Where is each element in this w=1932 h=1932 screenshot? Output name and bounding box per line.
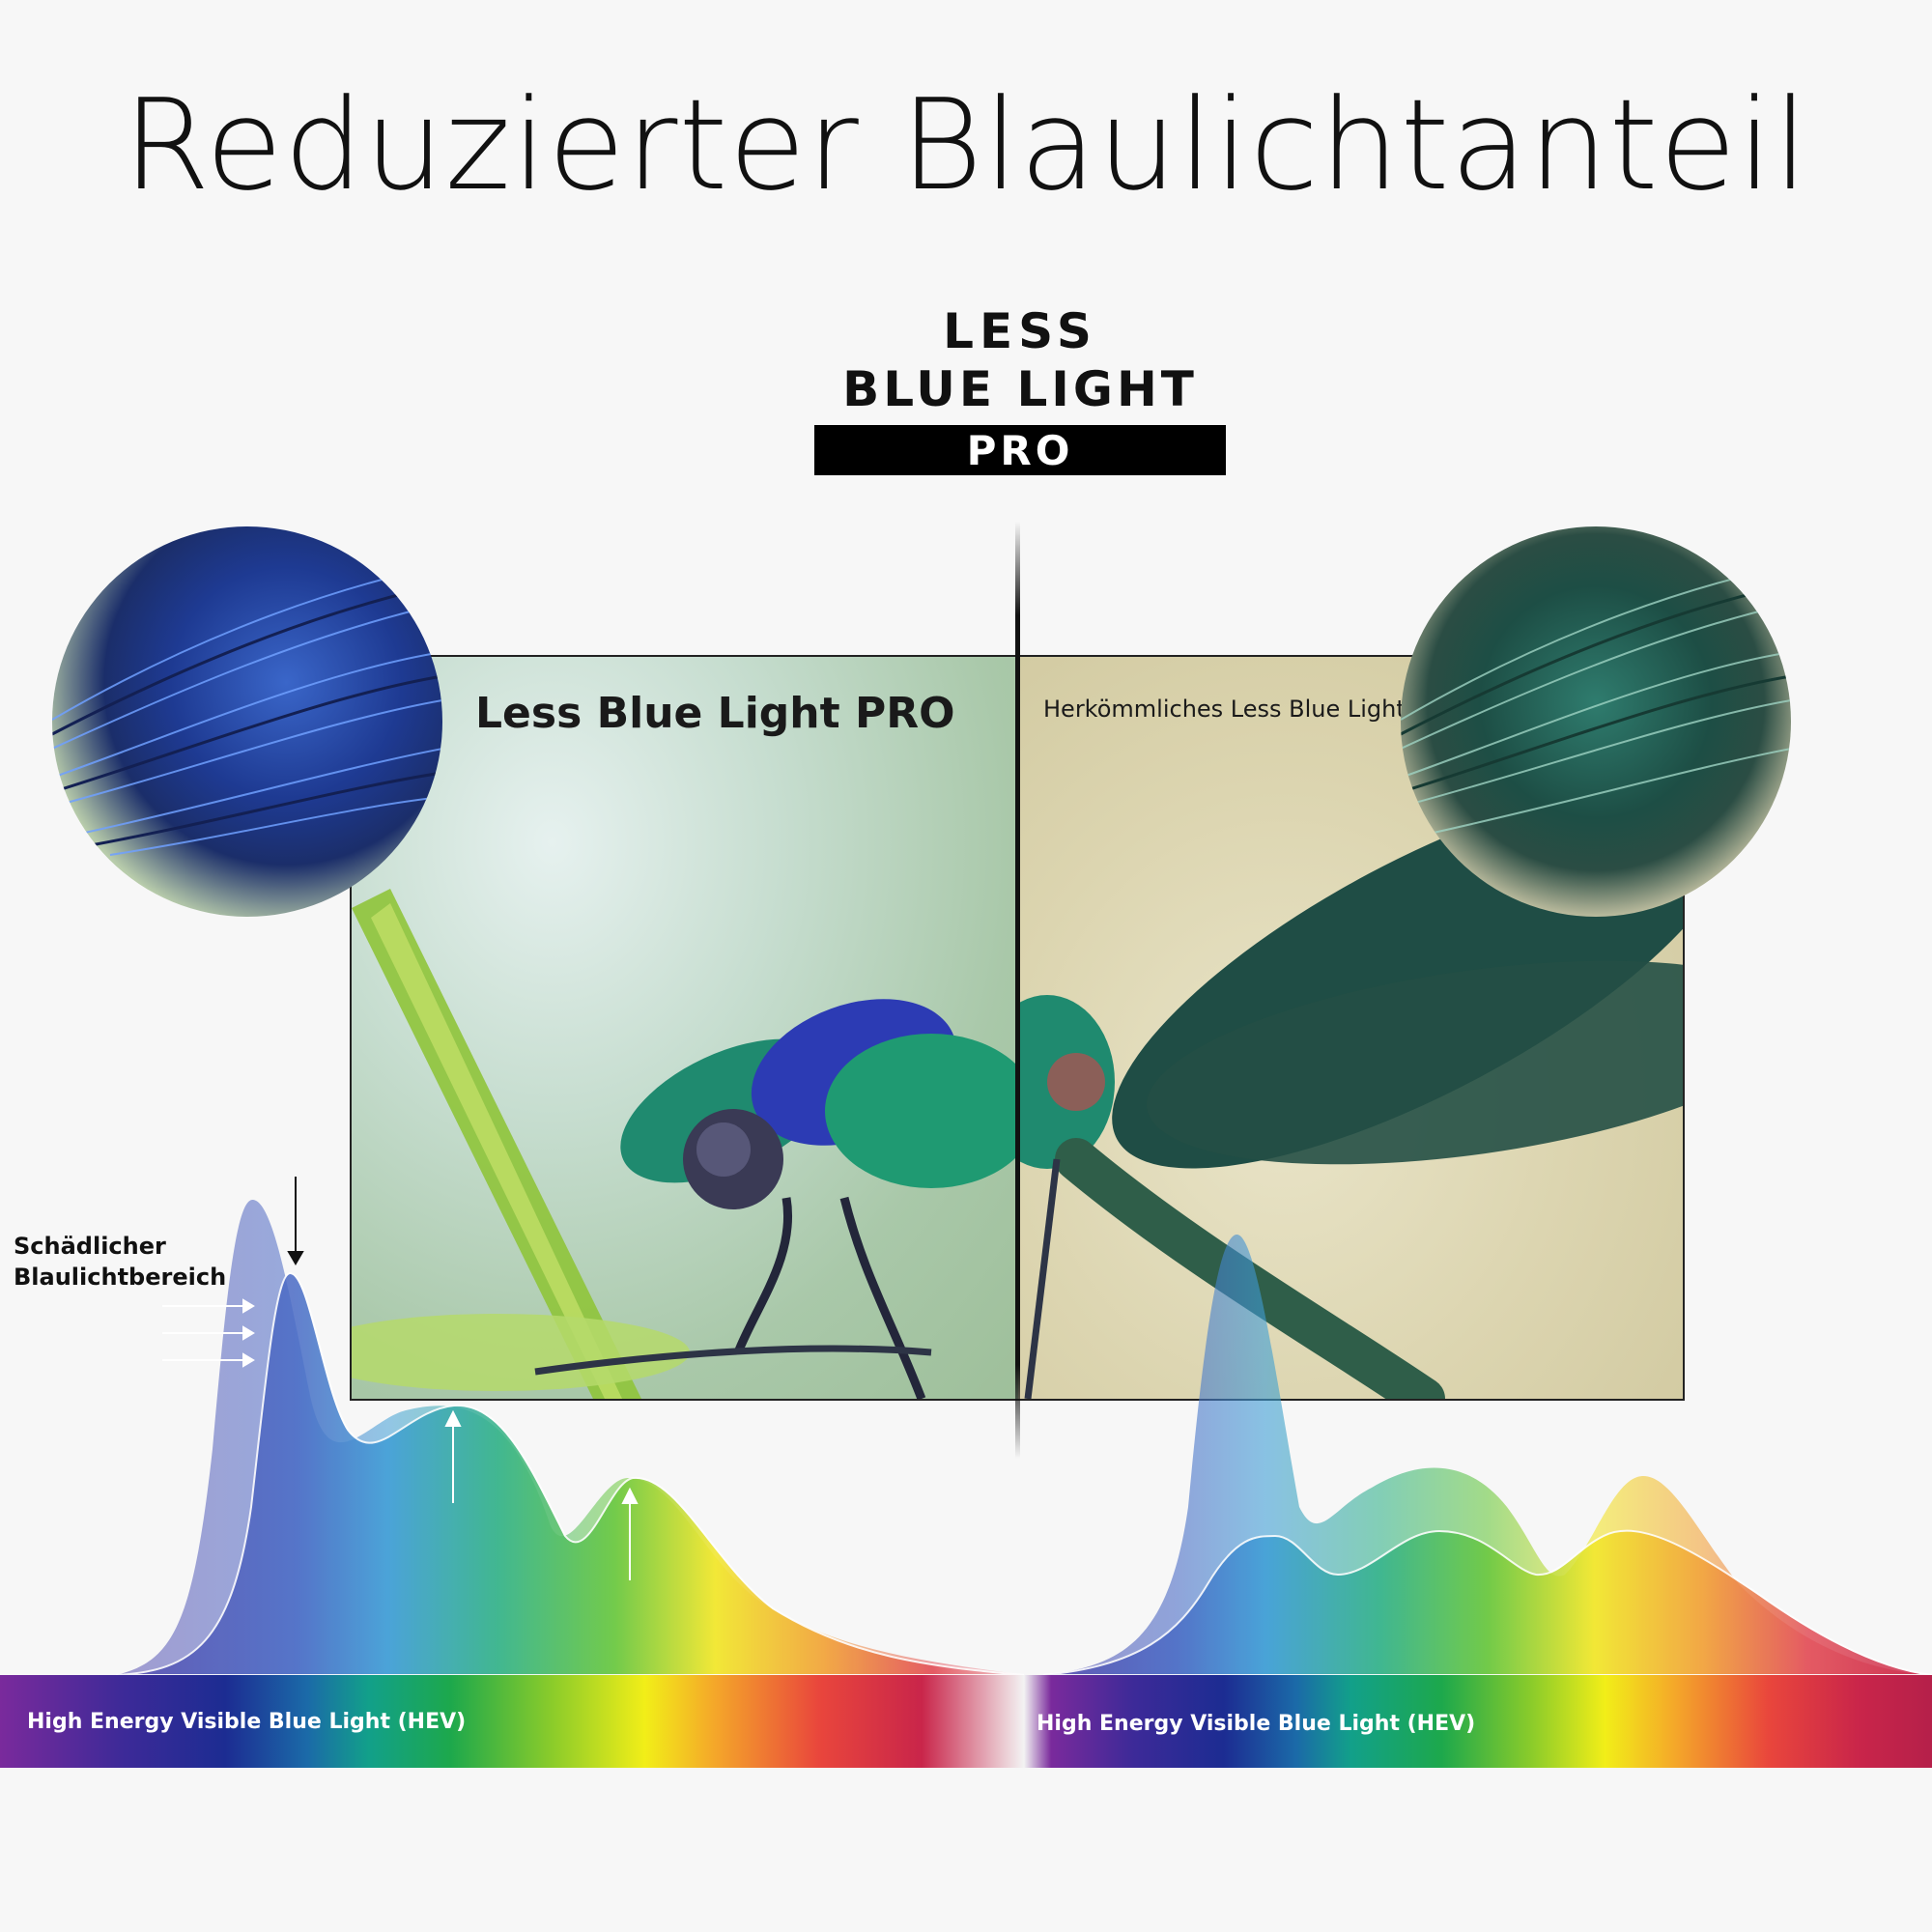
green-wing-veins-icon <box>1401 564 1791 837</box>
conventional-comparison-label: Herkömmliches Less Blue Light <box>1043 696 1406 723</box>
left-spectrum-front-curve <box>115 1271 1025 1676</box>
pro-filter-photo <box>350 655 1020 1401</box>
brand-logo: LESS BLUE LIGHT PRO <box>814 307 1226 475</box>
dragonfly-left-illustration <box>352 889 1020 1399</box>
pro-comparison-label: Less Blue Light PRO <box>475 689 955 738</box>
left-down-arrow-icon <box>287 1177 304 1265</box>
left-side-arrows-icon <box>162 1298 255 1368</box>
hev-band-left <box>0 1675 1024 1768</box>
logo-line-blue-light: BLUE LIGHT <box>842 361 1198 417</box>
harmful-range-label: Schädlicher Blaulichtbereich <box>14 1231 226 1293</box>
comparison-divider <box>1015 522 1020 1459</box>
hev-band-right <box>1024 1675 1932 1768</box>
harmful-label-line1: Schädlicher <box>14 1233 166 1260</box>
hev-label-right: High Energy Visible Blue Light (HEV) <box>1037 1712 1476 1736</box>
conventional-wing-detail-loupe <box>1401 526 1791 917</box>
blue-wing-veins-icon <box>52 564 442 856</box>
conventional-filter-photo <box>1018 655 1685 1401</box>
page-title: Reduzierter Blaulichtanteil <box>123 71 1809 218</box>
pro-wing-detail-loupe <box>52 526 442 917</box>
left-up-arrows-icon <box>444 1409 639 1580</box>
logo-pro-badge: PRO <box>814 425 1226 475</box>
logo-line-less: LESS <box>943 303 1097 359</box>
hev-label-left: High Energy Visible Blue Light (HEV) <box>27 1710 467 1734</box>
harmful-label-line2: Blaulichtbereich <box>14 1264 227 1291</box>
right-spectrum-front-curve <box>1042 1529 1932 1676</box>
